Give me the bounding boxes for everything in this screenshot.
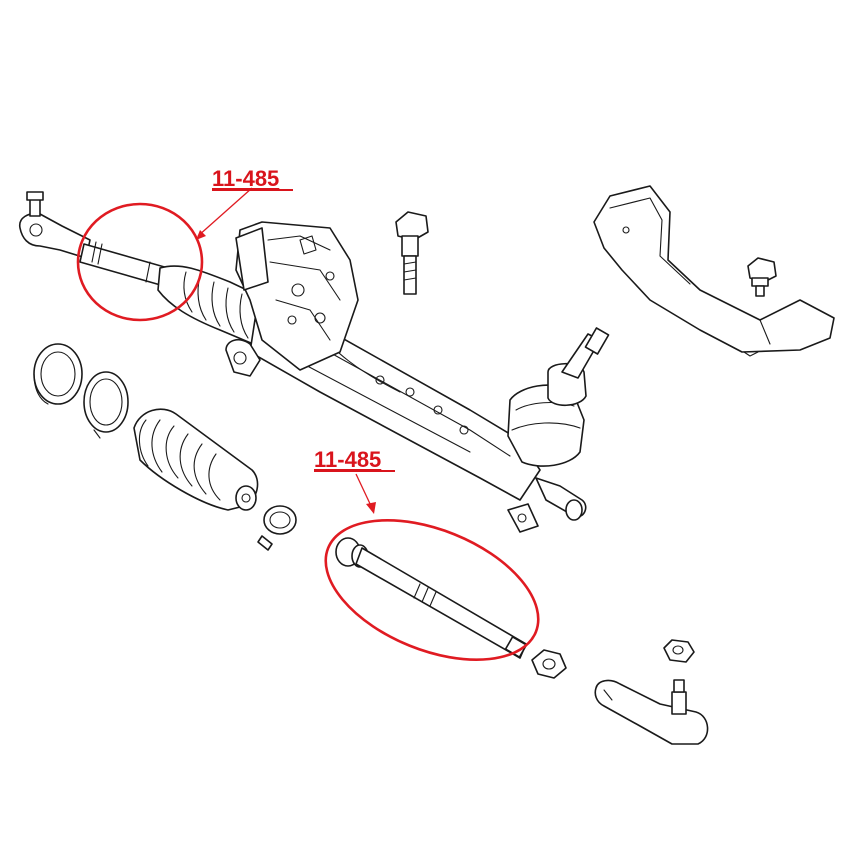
mounting-bolt — [395, 211, 429, 295]
right-tie-rod-end — [594, 679, 709, 745]
left-tie-rod-end — [18, 191, 91, 259]
highlight-right-inner-tie-rod — [324, 519, 540, 661]
arrow-to-right-inner-tie-rod — [355, 473, 376, 514]
bracket-bolt — [747, 257, 777, 297]
left-tie-rod — [79, 241, 169, 287]
heat-shield-bracket — [593, 185, 835, 357]
power-steering-motor-unit — [235, 221, 359, 371]
small-clamp-ring — [83, 371, 129, 439]
arrow-to-left-tie-rod — [196, 187, 253, 240]
callout-label-top: 11-485 — [212, 166, 279, 191]
loose-bellows-boot — [133, 408, 259, 511]
highlight-left-tie-rod — [76, 202, 204, 322]
callout-label-bottom: 11-485 — [314, 447, 381, 472]
pinion-housing — [507, 327, 610, 533]
hose-clamp — [257, 505, 297, 551]
right-inner-tie-rod — [335, 537, 528, 659]
jam-nut — [531, 649, 567, 679]
large-clamp-ring — [33, 343, 83, 405]
castle-nut — [663, 639, 695, 663]
